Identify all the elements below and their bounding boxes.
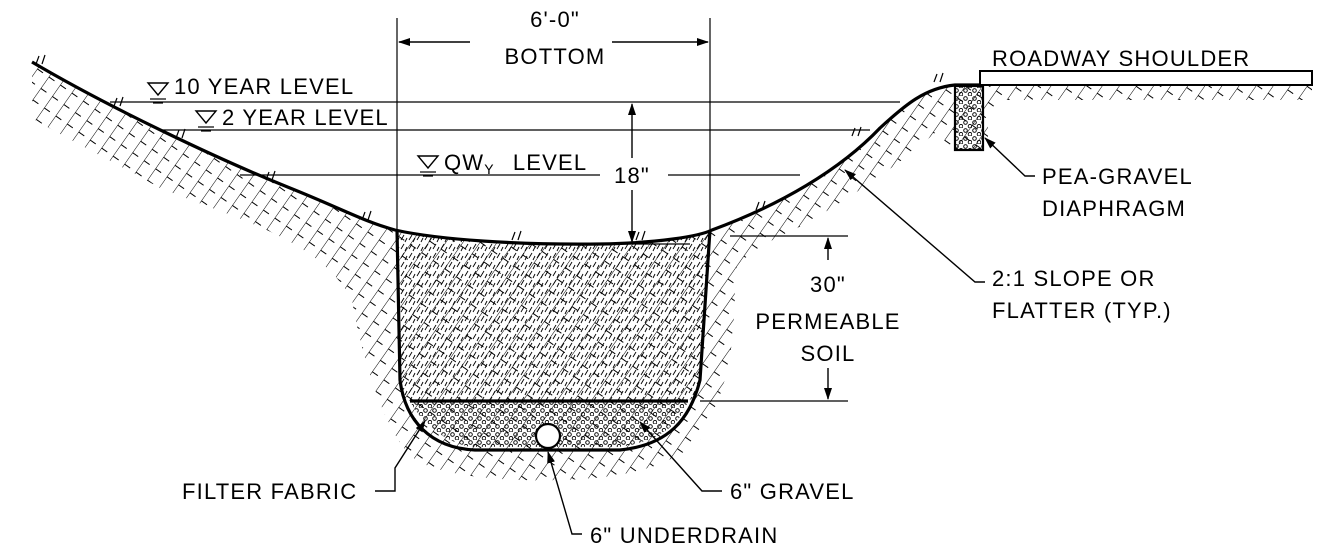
diaphragm-label: DIAPHRAGM bbox=[1042, 196, 1186, 221]
trench-outline bbox=[395, 229, 712, 452]
filter-fabric-label: FILTER FABRIC bbox=[182, 479, 357, 504]
slope-label-line1: 2:1 SLOPE OR bbox=[992, 266, 1156, 291]
pea-gravel-leader bbox=[984, 137, 1035, 177]
water-level-lines bbox=[110, 101, 900, 176]
slope-label-line2: FLATTER (TYP.) bbox=[992, 298, 1172, 323]
bottom-width-label: 6'-0" bbox=[530, 7, 580, 32]
permeable-soil-fill bbox=[397, 230, 710, 401]
underdrain-leader bbox=[547, 451, 582, 535]
freeboard-18-dimension bbox=[600, 103, 690, 245]
roadway-shoulder-label: ROADWAY SHOULDER bbox=[992, 46, 1250, 71]
depth-18-label: 18" bbox=[614, 163, 650, 188]
soil-label: SOIL bbox=[801, 341, 856, 366]
gravel-leader bbox=[639, 421, 722, 492]
depth-30-label: 30" bbox=[810, 272, 846, 297]
pea-gravel-diaphragm bbox=[953, 84, 985, 152]
water-level-symbol-qwy bbox=[416, 155, 440, 177]
ground-surface-line bbox=[31, 60, 980, 246]
bottom-width-dimension bbox=[396, 18, 711, 230]
pea-gravel-label: PEA-GRAVEL bbox=[1042, 164, 1193, 189]
water-level-symbol-10yr bbox=[146, 82, 170, 104]
ten-year-level-label: 10 YEAR LEVEL bbox=[174, 74, 354, 99]
permeable-label: PERMEABLE bbox=[755, 309, 900, 334]
underdrain-label: 6" UNDERDRAIN bbox=[590, 523, 778, 548]
two-year-level-label: 2 YEAR LEVEL bbox=[222, 105, 389, 130]
label-leaders bbox=[375, 137, 1035, 535]
roadway-shoulder-slab bbox=[979, 70, 1313, 86]
underdrain-pipe bbox=[534, 422, 562, 450]
bottom-label: BOTTOM bbox=[505, 44, 606, 69]
gravel-label: 6" GRAVEL bbox=[730, 479, 855, 504]
slope-leader bbox=[844, 169, 985, 283]
soil-depth-30-dimension bbox=[700, 235, 848, 402]
filter-fabric-leader bbox=[375, 420, 426, 492]
grass-tufts bbox=[35, 54, 944, 241]
water-level-symbol-2yr bbox=[194, 110, 218, 132]
